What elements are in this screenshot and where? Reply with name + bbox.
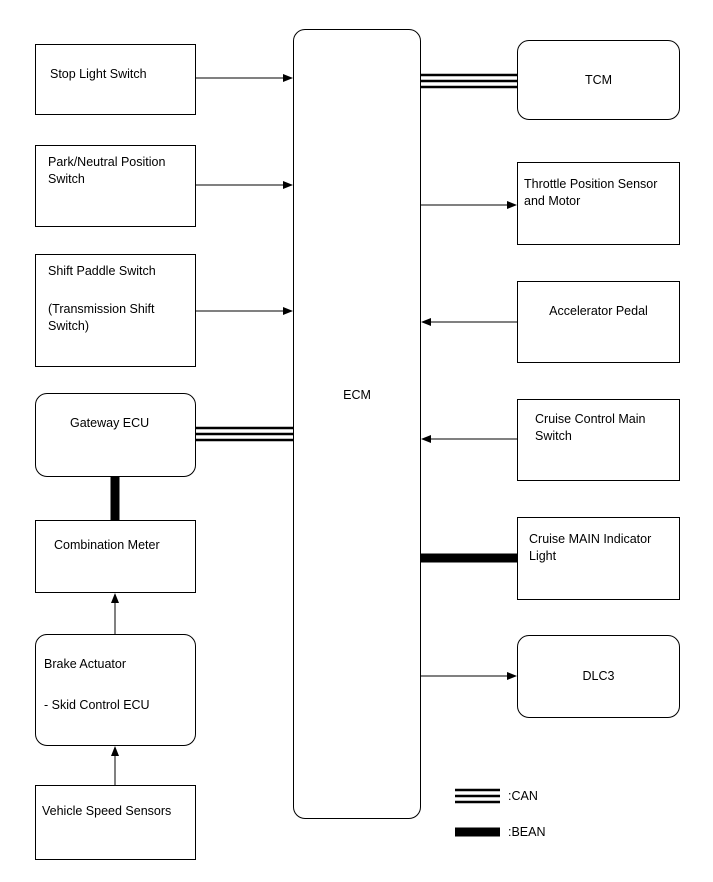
dlc3-block: DLC3 [517, 635, 680, 718]
brake-actuator-label-line1: Brake Actuator [44, 657, 126, 671]
shift-paddle-switch-block: Shift Paddle Switch (Transmission Shift … [35, 254, 196, 367]
can-ecm-tcm [420, 73, 518, 89]
accelerator-pedal-label: Accelerator Pedal [549, 304, 648, 318]
vehicle-speed-sensors-block: Vehicle Speed Sensors [35, 785, 196, 860]
combination-meter-block: Combination Meter [35, 520, 196, 593]
cruise-main-indicator-block: Cruise MAIN Indicator Light [517, 517, 680, 600]
throttle-label-line2: and Motor [524, 194, 581, 208]
gateway-ecu-label: Gateway ECU [70, 416, 150, 430]
legend-can-symbol [455, 788, 500, 804]
ecm-block: ECM [293, 29, 421, 819]
cruise-control-main-switch-block: Cruise Control Main Switch [517, 399, 680, 481]
throttle-position-block: Throttle Position Sensor and Motor [517, 162, 680, 245]
stop-light-switch-label: Stop Light Switch [50, 67, 147, 81]
legend-bean-label: :BEAN [508, 825, 546, 839]
can-gateway-ecm [195, 426, 294, 442]
ecm-label: ECM [343, 388, 371, 402]
shift-paddle-label-line3: Switch) [48, 319, 89, 333]
shift-paddle-label-line2: (Transmission Shift [48, 302, 155, 316]
throttle-label-line1: Throttle Position Sensor [524, 177, 658, 191]
tcm-label: TCM [584, 73, 613, 87]
park-neutral-label-line1: Park/Neutral Position [48, 155, 166, 169]
combination-meter-label: Combination Meter [54, 538, 160, 552]
dlc3-label: DLC3 [582, 669, 615, 683]
stop-light-switch-block: Stop Light Switch [35, 44, 196, 115]
cruise-indicator-label-line2: Light [529, 549, 557, 563]
gateway-ecu-block: Gateway ECU [35, 393, 196, 477]
legend-can-label: :CAN [508, 789, 538, 803]
tcm-block: TCM [517, 40, 680, 120]
brake-actuator-label-line2: - Skid Control ECU [44, 698, 150, 712]
park-neutral-label-line2: Switch [48, 172, 85, 186]
shift-paddle-label-line1: Shift Paddle Switch [48, 264, 156, 278]
vehicle-speed-sensors-label: Vehicle Speed Sensors [42, 804, 172, 818]
cruise-indicator-label-line1: Cruise MAIN Indicator [529, 532, 652, 546]
brake-actuator-block: Brake Actuator - Skid Control ECU [35, 634, 196, 746]
cruise-switch-label-line1: Cruise Control Main [535, 412, 646, 426]
accelerator-pedal-block: Accelerator Pedal [517, 281, 680, 363]
cruise-switch-label-line2: Switch [535, 429, 572, 443]
park-neutral-switch-block: Park/Neutral Position Switch [35, 145, 196, 227]
